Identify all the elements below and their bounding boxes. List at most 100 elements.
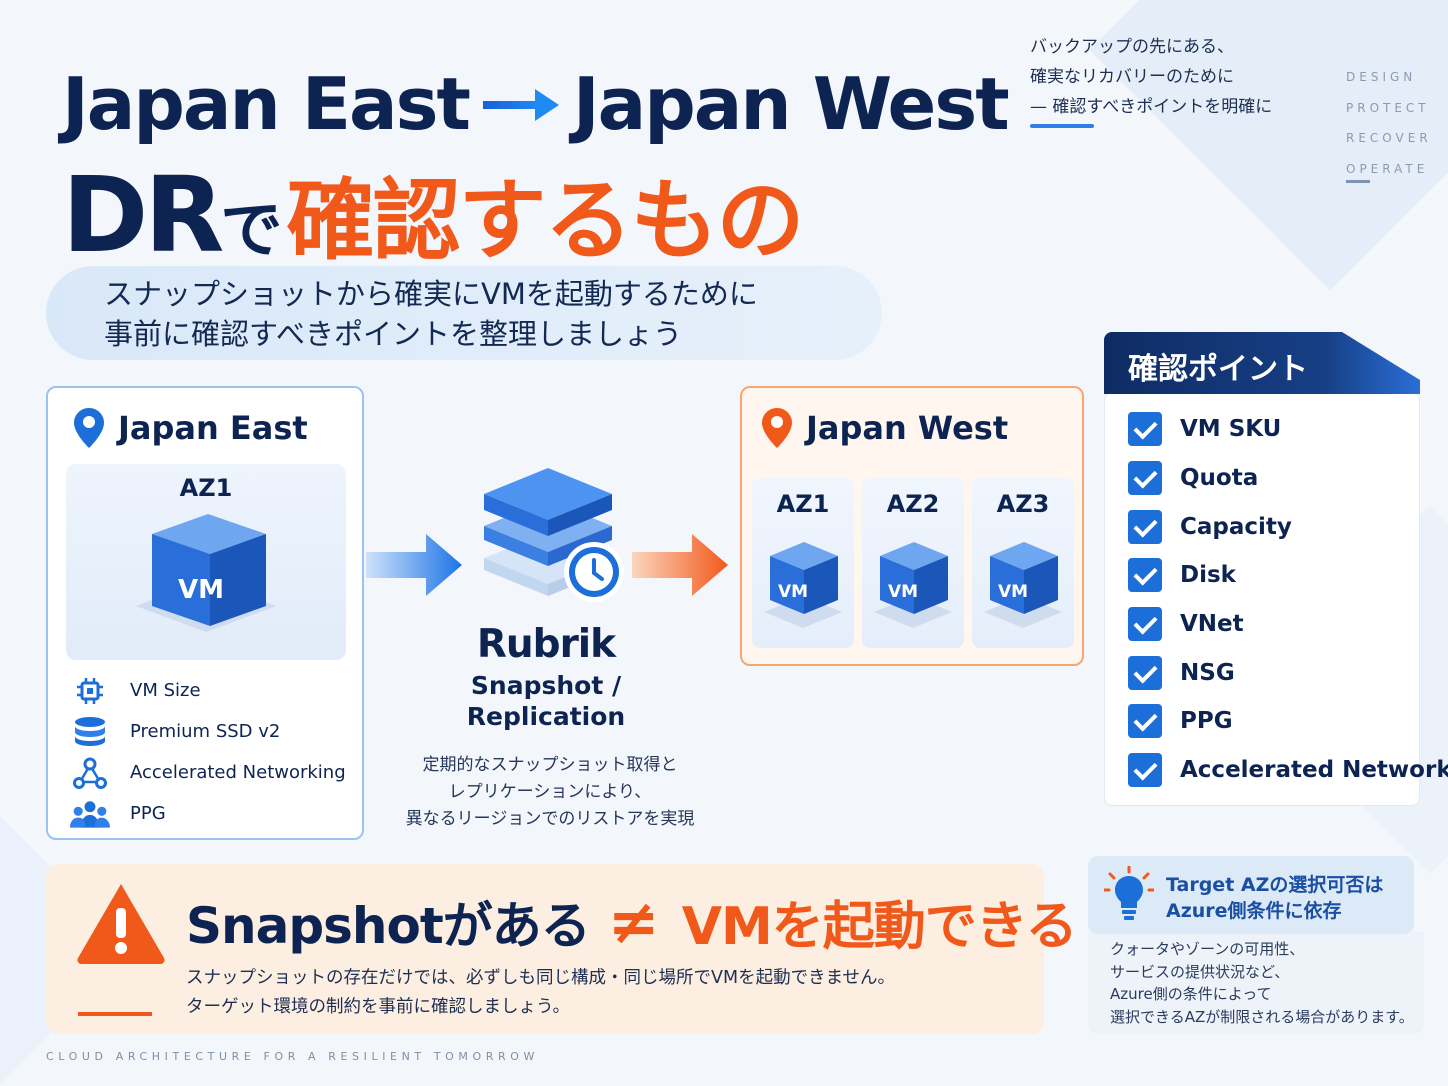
checklist-label: Quota xyxy=(1180,465,1259,492)
tagline-line: — 確認すべきポイントを明確に xyxy=(1030,97,1273,117)
rubrik-name: Rubrik xyxy=(476,622,616,667)
warning-text: スナップショットの存在だけでは、必ずしも同じ構成・同じ場所でVMを起動できません… xyxy=(186,964,895,1022)
az-label: AZ1 xyxy=(776,490,830,518)
az-label: AZ2 xyxy=(886,490,940,518)
checklist-label: VNet xyxy=(1180,611,1244,638)
rubrik-desc-line: 定期的なスナップショット取得と xyxy=(422,755,678,775)
checkbox-checked-icon xyxy=(1128,412,1162,447)
tagline-line: 確実なリカバリーのために xyxy=(1030,67,1234,87)
checklist-label: Accelerated Networking xyxy=(1180,757,1448,784)
location-pin-icon xyxy=(74,408,104,448)
checklist-item: NSG xyxy=(1128,648,1448,697)
orange-flow-arrow-icon xyxy=(632,534,728,596)
tip-text: クォータやゾーンの可用性、 サービスの提供状況など、 Azure側の条件によって… xyxy=(1110,938,1414,1028)
warning-headline: Snapshotがある ≠ VMを起動できる xyxy=(186,884,1078,959)
location-pin-icon xyxy=(762,408,792,448)
checklist-item: VM SKU xyxy=(1128,405,1448,454)
tip-panel xyxy=(1088,932,1424,1034)
vm-label: VM xyxy=(778,582,808,602)
west-az-box: AZ3 VM xyxy=(972,478,1074,648)
checklist-item: Quota xyxy=(1128,454,1448,503)
checklist-item: Accelerated Networking xyxy=(1128,746,1448,795)
west-az-box: AZ2 VM xyxy=(862,478,964,648)
subtitle-line: スナップショットから確実にVMを起動するために xyxy=(104,277,758,311)
checklist-item: Disk xyxy=(1128,551,1448,600)
feature-item: Premium SSD v2 xyxy=(70,711,346,752)
warning-accent-bar xyxy=(78,1012,152,1016)
warning-box xyxy=(46,864,1044,1034)
checkbox-checked-icon xyxy=(1128,753,1162,788)
tagline-underline xyxy=(1030,124,1094,128)
cpu-chip-icon xyxy=(70,675,110,707)
tip-line: 選択できるAZが制限される場合があります。 xyxy=(1110,1007,1414,1026)
title-de: で xyxy=(220,193,283,266)
lightbulb-icon xyxy=(1104,866,1154,920)
title-to-region: Japan West xyxy=(572,62,1010,146)
title-from-region: Japan East xyxy=(62,62,471,146)
rubrik-desc-line: 異なるリージョンでのリストアを実現 xyxy=(405,809,695,829)
checklist-label: Disk xyxy=(1180,562,1236,589)
subtitle-line: 事前に確認すべきポイントを整理しましょう xyxy=(104,317,682,351)
tip-box xyxy=(1088,856,1414,934)
japan-east-card: Japan East AZ1 VM VM Size Premium SSD v2… xyxy=(46,386,364,840)
checklist-label: Capacity xyxy=(1180,513,1292,540)
warning-line: ターゲット環境の制約を事前に確認しましょう。 xyxy=(186,997,570,1017)
tagline: バックアップの先にある、 確実なリカバリーのために — 確認すべきポイントを明確… xyxy=(1030,32,1272,122)
tip-title-line: Azure側条件に依存 xyxy=(1166,900,1342,922)
warning-line: スナップショットの存在だけでは、必ずしも同じ構成・同じ場所でVMを起動できません… xyxy=(186,968,896,988)
vm-cube-icon: VM xyxy=(874,542,952,628)
checklist-label: NSG xyxy=(1180,659,1235,686)
vm-cube-icon: VM xyxy=(136,514,276,632)
database-icon xyxy=(70,716,110,748)
japan-east-header: Japan East xyxy=(72,406,308,450)
title-accent: 確認するもの xyxy=(286,169,804,272)
blue-flow-arrow-icon xyxy=(366,534,462,596)
checkbox-checked-icon xyxy=(1128,655,1162,690)
side-word: PROTECT xyxy=(1346,100,1430,115)
rubrik-stack-icon xyxy=(484,468,624,602)
checkbox-checked-icon xyxy=(1128,607,1162,642)
footer-tagline: CLOUD ARCHITECTURE FOR A RESILIENT TOMOR… xyxy=(46,1050,540,1063)
feature-item: VM Size xyxy=(70,670,346,711)
checkbox-checked-icon xyxy=(1128,461,1162,496)
rubrik-description: 定期的なスナップショット取得と レプリケーションにより、 異なるリージョンでのリ… xyxy=(380,752,720,833)
checklist-title: 確認ポイント xyxy=(1128,352,1308,387)
page-title-line1: Japan East Japan West xyxy=(62,62,1010,146)
tip-title-line: Target AZの選択可否は xyxy=(1166,874,1384,896)
side-word: RECOVER xyxy=(1346,131,1432,145)
subtitle-pill: スナップショットから確実にVMを起動するために 事前に確認すべきポイントを整理し… xyxy=(46,266,882,360)
warning-headline-right: VMを起動できる xyxy=(681,897,1078,957)
group-icon xyxy=(70,798,110,830)
side-words: DESIGN PROTECT RECOVER OPERATE xyxy=(1346,62,1432,184)
feature-label: VM Size xyxy=(130,680,201,701)
rubrik-subtitle: Snapshot / Replication xyxy=(446,670,646,732)
tip-title: Target AZの選択可否は Azure側条件に依存 xyxy=(1166,872,1383,924)
checkbox-checked-icon xyxy=(1128,558,1162,593)
tip-line: クォータやゾーンの可用性、 xyxy=(1110,940,1305,958)
japan-west-header: Japan West xyxy=(760,406,1008,450)
checklist-item: PPG xyxy=(1128,697,1448,746)
right-arrow-icon xyxy=(482,89,559,121)
tip-line: サービスの提供状況など、 xyxy=(1110,962,1290,981)
vm-label: VM xyxy=(178,575,224,605)
vm-cube-icon: VM xyxy=(984,542,1062,628)
page-title-line2: DR で 確認するもの xyxy=(62,150,804,277)
japan-east-title: Japan East xyxy=(118,409,308,447)
feature-label: PPG xyxy=(130,803,166,824)
vm-label: VM xyxy=(998,582,1028,602)
checklist-item: VNet xyxy=(1128,600,1448,649)
side-word: DESIGN xyxy=(1346,70,1417,84)
feature-label: Accelerated Networking xyxy=(130,762,346,783)
japan-west-card: Japan West AZ1 VM AZ2 VM AZ3 VM xyxy=(740,386,1084,666)
checkbox-checked-icon xyxy=(1128,509,1162,544)
warning-triangle-icon xyxy=(77,884,165,964)
title-dr: DR xyxy=(62,154,224,276)
checklist-label: VM SKU xyxy=(1180,416,1282,443)
tip-line: Azure側の条件によって xyxy=(1110,985,1272,1003)
checklist-header-bg xyxy=(1104,332,1420,394)
feature-label: Premium SSD v2 xyxy=(130,721,281,742)
tagline-line: バックアップの先にある、 xyxy=(1030,37,1234,57)
checklist-label: PPG xyxy=(1180,708,1233,735)
checkbox-checked-icon xyxy=(1128,704,1162,739)
checklist-item: Capacity xyxy=(1128,502,1448,551)
